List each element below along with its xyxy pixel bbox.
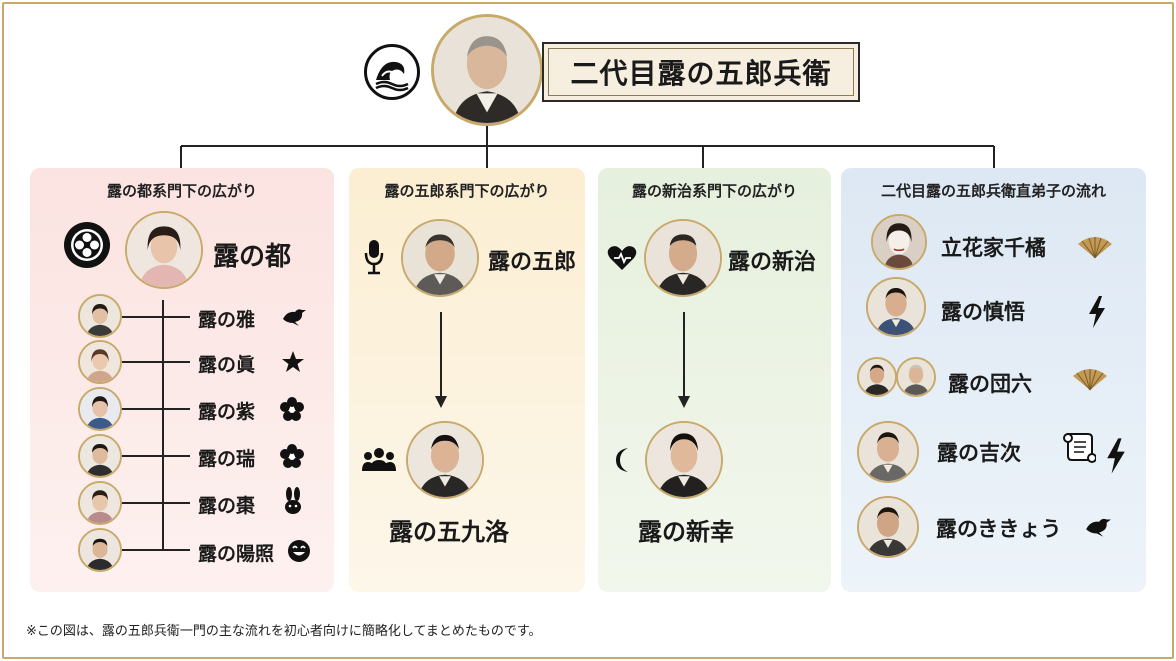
fan-icon xyxy=(1071,368,1109,392)
avatar-head xyxy=(431,14,543,126)
bird-icon xyxy=(1083,512,1113,540)
panel-title: 二代目露の五郎兵衛直弟子の流れ xyxy=(841,180,1146,201)
star-icon xyxy=(280,350,306,374)
avatar-mizuki xyxy=(78,434,122,478)
name-murasaki: 露の紫 xyxy=(198,397,255,424)
moon-icon xyxy=(611,446,635,474)
name-hinata: 露の陽照 xyxy=(198,539,274,566)
name-danroku: 露の団六 xyxy=(948,368,1032,398)
avatar-hinata xyxy=(78,528,122,572)
group-icon xyxy=(362,446,396,472)
avatar-goro xyxy=(401,219,479,297)
avatar-danroku-2 xyxy=(896,357,936,397)
avatar-danroku-1 xyxy=(857,357,897,397)
name-mizuki: 露の瑞 xyxy=(198,444,255,471)
flower-icon xyxy=(279,443,305,469)
wave-crest-icon xyxy=(364,44,420,100)
name-makoto: 露の眞 xyxy=(198,350,255,377)
name-shinko: 露の新幸 xyxy=(638,512,734,547)
avatar-shinko xyxy=(645,421,723,499)
bird-icon xyxy=(280,303,308,329)
name-shinji: 露の新治 xyxy=(728,244,816,276)
avatar-natsume xyxy=(78,481,122,525)
avatar-shingo xyxy=(866,277,926,337)
name-senkitsu: 立花家千橘 xyxy=(941,232,1046,262)
avatar-murasaki xyxy=(78,387,122,431)
avatar-kikyo xyxy=(857,496,919,558)
fan-icon xyxy=(1076,236,1114,260)
panel-title: 露の五郎系門下の広がり xyxy=(349,180,585,201)
page-title: 二代目露の五郎兵衛 xyxy=(542,42,860,102)
panel-title: 露の都系門下の広がり xyxy=(30,180,334,201)
name-gokuraku: 露の五九洛 xyxy=(389,512,509,547)
footnote: ※この図は、露の五郎兵衛一門の主な流れを初心者向けに簡略化してまとめたものです。 xyxy=(26,620,542,639)
name-miyako: 露の都 xyxy=(213,236,291,273)
avatar-miyabi xyxy=(78,294,122,338)
flower-icon xyxy=(279,396,305,422)
flower-crest-icon xyxy=(64,222,110,268)
panel-title: 露の新治系門下の広がり xyxy=(598,180,831,201)
name-kichiji: 露の吉次 xyxy=(937,437,1021,467)
avatar-miyako xyxy=(125,211,203,289)
scroll-icon xyxy=(1061,429,1097,465)
name-goro: 露の五郎 xyxy=(488,244,576,276)
name-natsume: 露の棗 xyxy=(198,491,255,518)
avatar-senkitsu xyxy=(871,214,927,270)
lightning-icon xyxy=(1104,438,1128,474)
name-shingo: 露の慎悟 xyxy=(941,296,1025,326)
heart-icon xyxy=(607,244,637,272)
lightning-icon xyxy=(1086,296,1108,328)
name-kikyo: 露のききょう xyxy=(936,513,1061,543)
avatar-makoto xyxy=(78,340,122,384)
avatar-kichiji xyxy=(857,421,919,483)
microphone-icon xyxy=(362,238,386,276)
name-miyabi: 露の雅 xyxy=(198,305,255,332)
avatar-shinji xyxy=(644,219,722,297)
avatar-gokuraku xyxy=(406,421,484,499)
smile-icon xyxy=(286,538,312,564)
rabbit-icon xyxy=(281,486,305,516)
